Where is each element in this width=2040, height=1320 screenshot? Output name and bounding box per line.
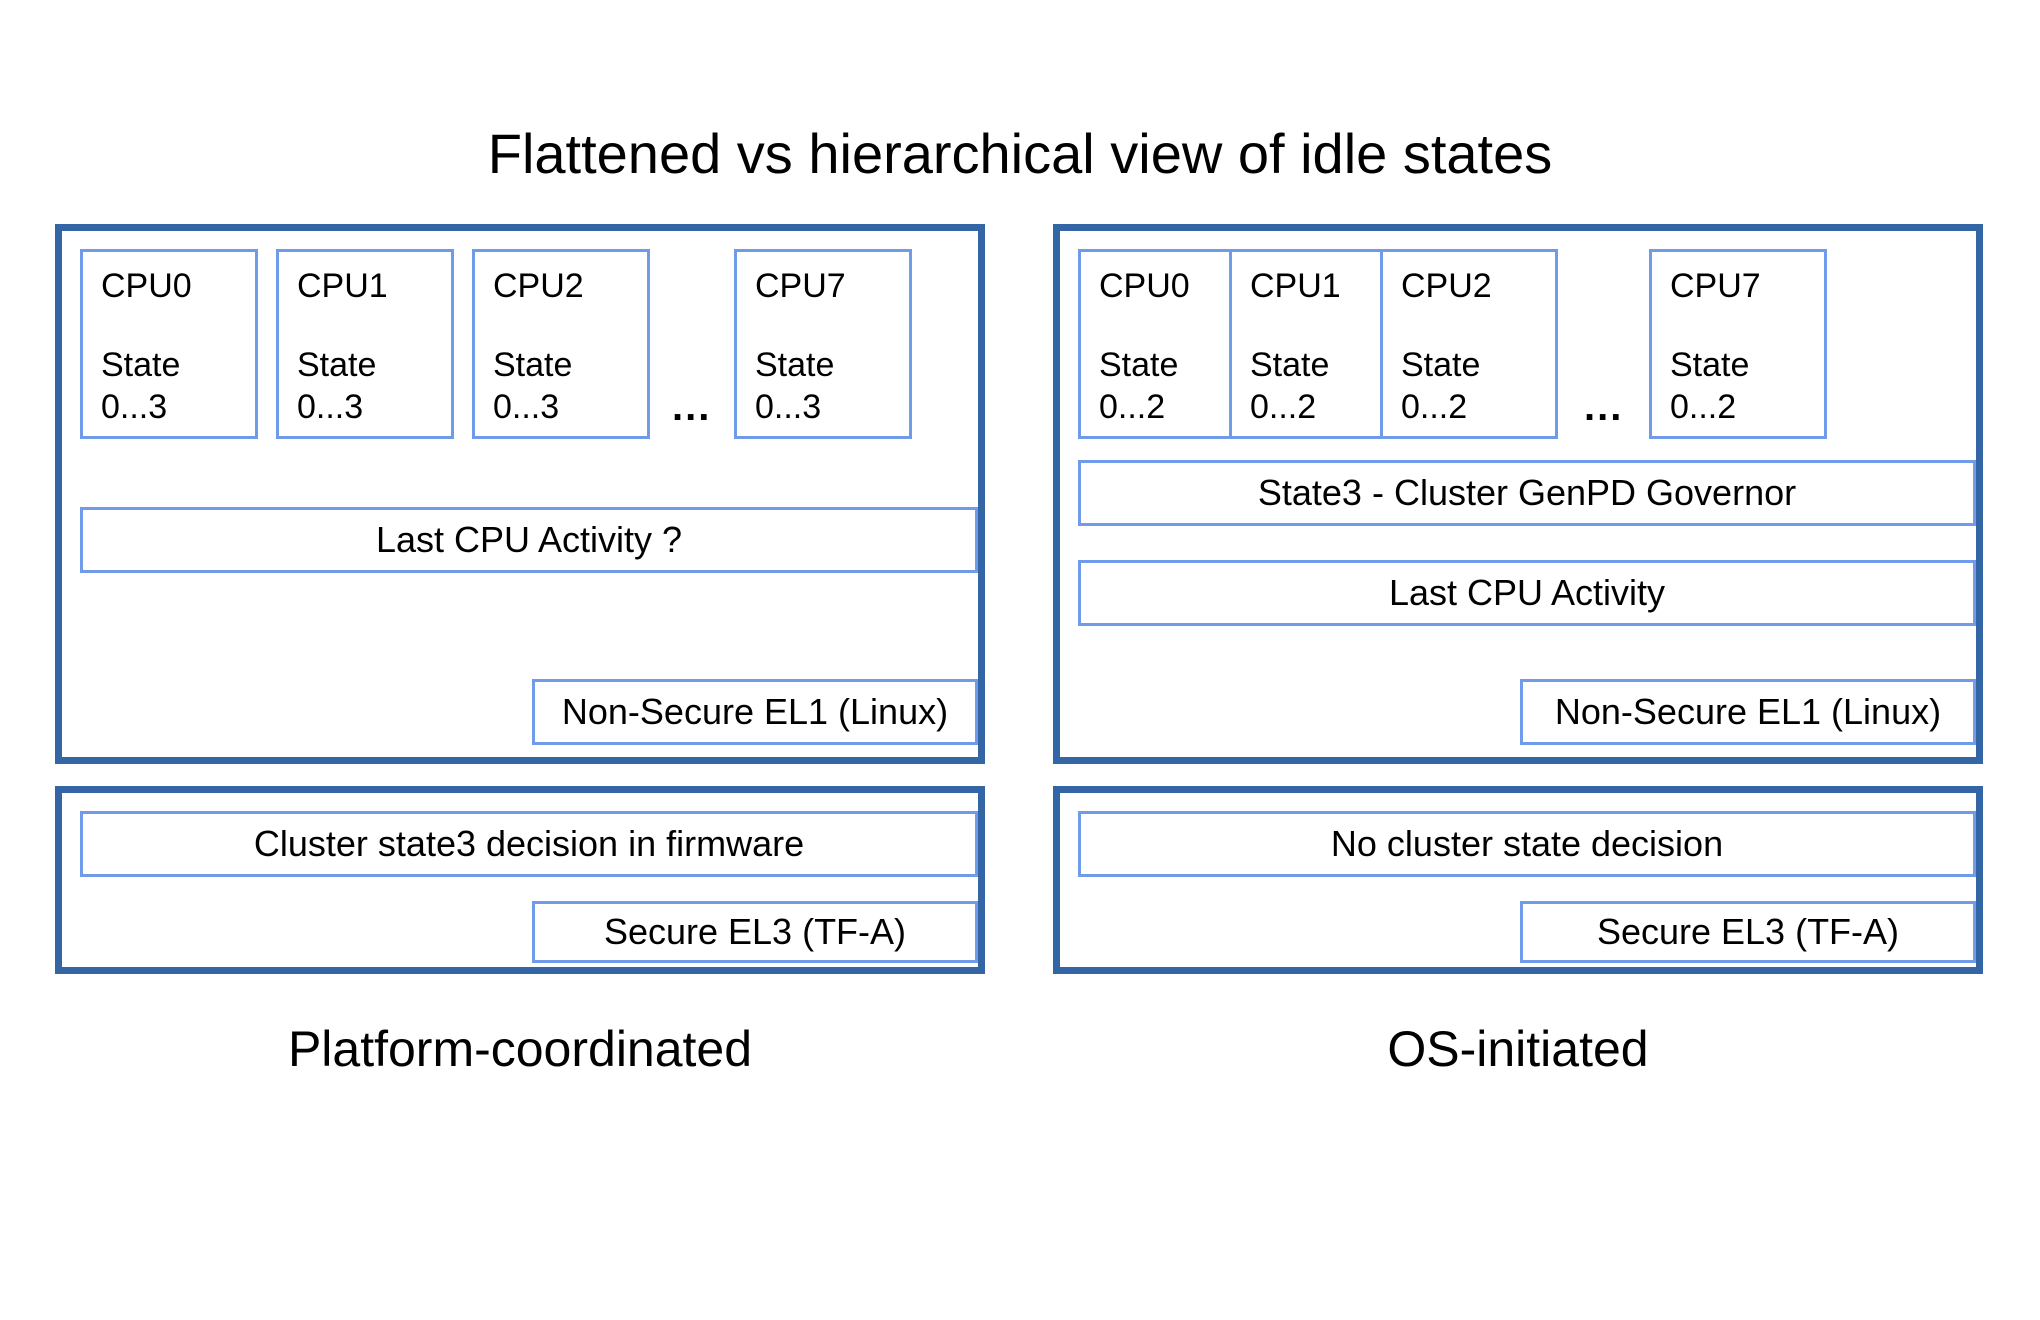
left-cpu-state-range-2: 0...3 bbox=[493, 388, 560, 426]
right-cpu-state-label-1: State bbox=[1250, 346, 1330, 384]
right-cpu-ellipsis: ... bbox=[1584, 385, 1624, 429]
right-cpu-state-7: State 0...2 bbox=[1670, 344, 1749, 428]
left-nonsecure-el1-label-box: Non-Secure EL1 (Linux) bbox=[532, 679, 978, 745]
right-secure-el3-label-box: Secure EL3 (TF-A) bbox=[1520, 901, 1976, 963]
right-cluster-genpd-governor-box: State3 - Cluster GenPD Governor bbox=[1078, 460, 1976, 526]
left-cpu-name-2: CPU2 bbox=[493, 267, 584, 305]
slide-title: Flattened vs hierarchical view of idle s… bbox=[487, 122, 1553, 185]
right-cpu-box-0: CPU0 State 0...2 bbox=[1078, 249, 1256, 439]
left-cpu-state-2: State 0...3 bbox=[493, 344, 572, 428]
left-cpu-state-range-0: 0...3 bbox=[101, 388, 168, 426]
left-cpu-state-7: State 0...3 bbox=[755, 344, 834, 428]
right-cpu-state-1: State 0...2 bbox=[1250, 344, 1329, 428]
right-cpu-state-range-0: 0...2 bbox=[1099, 388, 1166, 426]
left-cpu-box-0: CPU0 State 0...3 bbox=[80, 249, 258, 439]
left-cpu-state-range-7: 0...3 bbox=[755, 388, 822, 426]
right-panel-caption: OS-initiated bbox=[1387, 1021, 1649, 1077]
right-cpu-state-2: State 0...2 bbox=[1401, 344, 1480, 428]
left-cpu-box-7: CPU7 State 0...3 bbox=[734, 249, 912, 439]
right-nonsecure-el1-panel: CPU0 State 0...2 CPU1 State 0...2 CPU2 S… bbox=[1053, 224, 1983, 764]
left-cpu-state-label-7: State bbox=[755, 346, 835, 384]
left-cpu-state-0: State 0...3 bbox=[101, 344, 180, 428]
left-cpu-state-label-1: State bbox=[297, 346, 377, 384]
left-cpu-state-range-1: 0...3 bbox=[297, 388, 364, 426]
left-secure-el3-panel: Cluster state3 decision in firmware Secu… bbox=[55, 786, 985, 974]
right-cpu-name-0: CPU0 bbox=[1099, 267, 1190, 305]
right-cpu-state-label-7: State bbox=[1670, 346, 1750, 384]
left-secure-el3-label-box: Secure EL3 (TF-A) bbox=[532, 901, 978, 963]
right-cpu-state-label-2: State bbox=[1401, 346, 1481, 384]
left-cpu-name-7: CPU7 bbox=[755, 267, 846, 305]
left-nonsecure-el1-panel: CPU0 State 0...3 CPU1 State 0...3 CPU2 S… bbox=[55, 224, 985, 764]
right-cpu-state-range-7: 0...2 bbox=[1670, 388, 1737, 426]
right-cpu-name-7: CPU7 bbox=[1670, 267, 1761, 305]
right-cpu-state-range-1: 0...2 bbox=[1250, 388, 1317, 426]
left-cpu-box-2: CPU2 State 0...3 bbox=[472, 249, 650, 439]
right-cpu-box-7: CPU7 State 0...2 bbox=[1649, 249, 1827, 439]
right-last-cpu-activity-box: Last CPU Activity bbox=[1078, 560, 1976, 626]
left-cpu-name-0: CPU0 bbox=[101, 267, 192, 305]
right-cpu-box-2: CPU2 State 0...2 bbox=[1380, 249, 1558, 439]
left-cpu-state-label-2: State bbox=[493, 346, 573, 384]
left-cpu-ellipsis: ... bbox=[672, 385, 712, 429]
left-cpu-box-1: CPU1 State 0...3 bbox=[276, 249, 454, 439]
left-cluster-decision-box: Cluster state3 decision in firmware bbox=[80, 811, 978, 877]
right-secure-el3-panel: No cluster state decision Secure EL3 (TF… bbox=[1053, 786, 1983, 974]
right-nonsecure-el1-label-box: Non-Secure EL1 (Linux) bbox=[1520, 679, 1976, 745]
right-cpu-name-1: CPU1 bbox=[1250, 267, 1341, 305]
right-cpu-state-range-2: 0...2 bbox=[1401, 388, 1468, 426]
right-cpu-box-1: CPU1 State 0...2 bbox=[1229, 249, 1407, 439]
left-last-cpu-activity-box: Last CPU Activity ? bbox=[80, 507, 978, 573]
right-cpu-name-2: CPU2 bbox=[1401, 267, 1492, 305]
right-cpu-state-0: State 0...2 bbox=[1099, 344, 1178, 428]
left-cpu-state-label-0: State bbox=[101, 346, 181, 384]
right-cpu-state-label-0: State bbox=[1099, 346, 1179, 384]
left-cpu-name-1: CPU1 bbox=[297, 267, 388, 305]
left-panel-caption: Platform-coordinated bbox=[287, 1021, 753, 1077]
left-cpu-state-1: State 0...3 bbox=[297, 344, 376, 428]
right-no-cluster-decision-box: No cluster state decision bbox=[1078, 811, 1976, 877]
